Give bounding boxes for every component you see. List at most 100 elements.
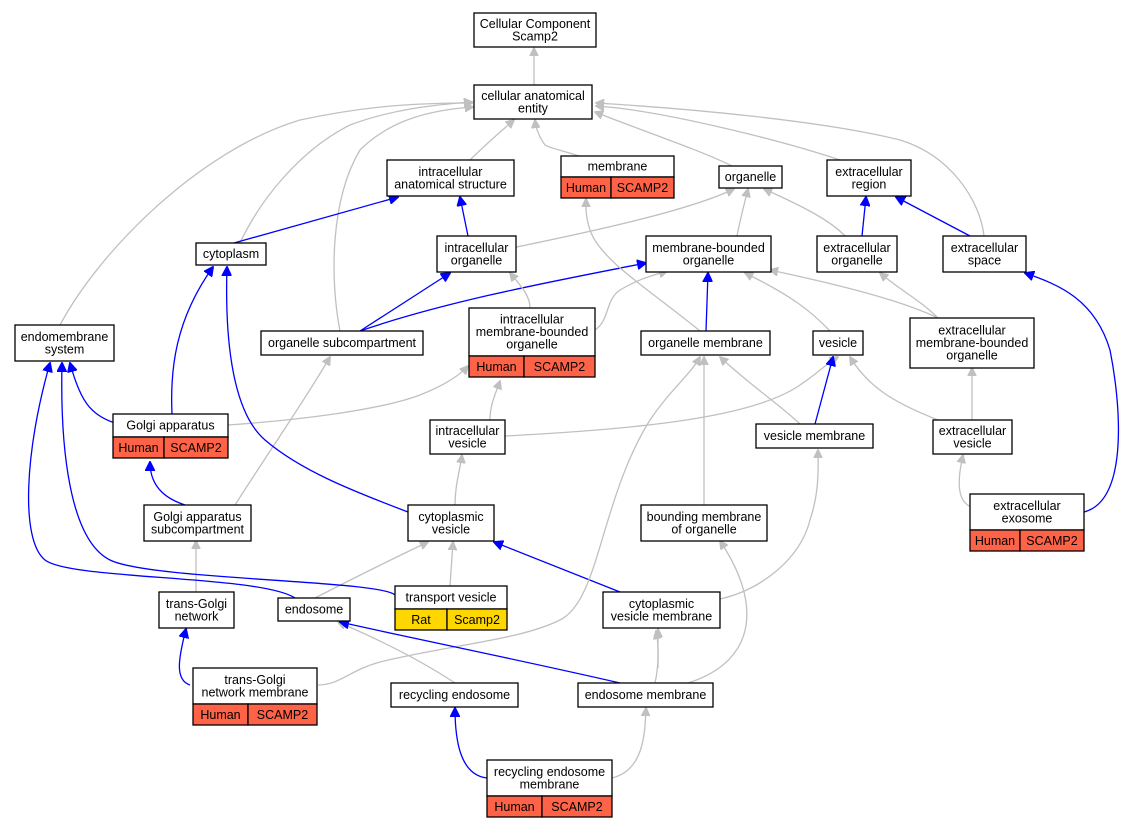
gene-label: SCAMP2 bbox=[534, 360, 585, 374]
part-of-edge-49 bbox=[178, 629, 191, 686]
is-a-edge-32 bbox=[720, 357, 801, 425]
term-box bbox=[260, 330, 424, 356]
go-term-node-endosome[interactable]: endosome bbox=[277, 597, 351, 622]
go-term-node-orgmem[interactable]: organelle membrane bbox=[640, 330, 771, 356]
term-label: network membrane bbox=[202, 685, 309, 699]
term-box bbox=[158, 591, 235, 629]
part-of-edge-26 bbox=[70, 363, 116, 424]
is-a-edge-3 bbox=[595, 112, 733, 167]
part-of-edge-20 bbox=[706, 273, 708, 332]
term-label: extracellular bbox=[823, 241, 890, 255]
gene-cell bbox=[523, 355, 596, 378]
go-term-node-vesicle[interactable]: vesicle bbox=[812, 330, 864, 356]
is-a-edge-37 bbox=[234, 357, 330, 506]
term-label: of organelle bbox=[671, 522, 736, 536]
term-label: transport vesicle bbox=[405, 591, 496, 605]
go-term-node-recend[interactable]: recycling endosome bbox=[390, 682, 519, 708]
term-label: subcompartment bbox=[151, 522, 245, 536]
part-of-edge-25 bbox=[1025, 273, 1120, 513]
go-term-node-organelle[interactable]: organelle bbox=[718, 165, 783, 189]
term-box bbox=[577, 682, 714, 708]
part-of-edge-31 bbox=[814, 357, 833, 425]
is-a-edge-4 bbox=[596, 106, 841, 161]
term-label: membrane bbox=[520, 777, 580, 791]
term-label: endomembrane bbox=[21, 330, 109, 344]
part-of-edge-27 bbox=[171, 267, 213, 415]
term-box bbox=[826, 159, 912, 197]
is-a-edge-1 bbox=[469, 120, 514, 161]
go-term-node-imbo[interactable]: intracellularmembrane-boundedorganelleHu… bbox=[468, 307, 596, 378]
term-label: cytoplasmic bbox=[418, 510, 483, 524]
term-label: Golgi apparatus bbox=[153, 510, 241, 524]
is-a-edge-12 bbox=[736, 189, 748, 237]
term-box bbox=[969, 493, 1085, 531]
gene-cell bbox=[610, 176, 675, 199]
is-a-edge-23 bbox=[770, 270, 939, 319]
gene-label: SCAMP2 bbox=[1026, 534, 1077, 548]
term-box bbox=[386, 159, 515, 197]
gene-cell bbox=[446, 608, 508, 631]
gene-label: SCAMP2 bbox=[551, 800, 602, 814]
term-box bbox=[645, 235, 772, 273]
term-label: vesicle bbox=[819, 336, 857, 350]
is-a-edge-50 bbox=[317, 357, 700, 686]
part-of-edge-44 bbox=[62, 363, 396, 596]
term-box bbox=[436, 235, 517, 273]
go-term-node-orgsub[interactable]: organelle subcompartment bbox=[260, 330, 424, 356]
part-of-edge-10 bbox=[460, 197, 469, 237]
term-label: recycling endosome bbox=[399, 688, 510, 702]
species-label: Rat bbox=[411, 613, 431, 627]
term-label: intracellular bbox=[419, 165, 483, 179]
term-label: organelle bbox=[451, 253, 502, 267]
term-box bbox=[143, 504, 252, 542]
term-label: cytoplasmic bbox=[629, 597, 694, 611]
term-label: system bbox=[45, 342, 85, 356]
term-box bbox=[755, 423, 874, 449]
part-of-edge-15 bbox=[896, 197, 971, 237]
part-of-edge-36 bbox=[150, 462, 186, 506]
is-a-edge-7 bbox=[333, 107, 473, 332]
term-label: cytoplasm bbox=[203, 247, 259, 261]
go-term-node-vesmem[interactable]: vesicle membrane bbox=[755, 423, 874, 449]
go-term-node-cytoplasm[interactable]: cytoplasm bbox=[195, 242, 267, 266]
term-box bbox=[407, 504, 495, 542]
is-a-edge-13 bbox=[764, 189, 846, 237]
term-box bbox=[390, 682, 519, 708]
term-box bbox=[640, 504, 768, 542]
term-label: extracellular bbox=[835, 165, 902, 179]
gene-cell bbox=[541, 795, 613, 818]
go-term-node-endomemb[interactable]: endosome membrane bbox=[577, 682, 714, 708]
part-of-edge-14 bbox=[862, 197, 866, 237]
is-a-edge-18 bbox=[510, 273, 531, 309]
term-label: network bbox=[175, 609, 220, 623]
term-box bbox=[429, 419, 506, 455]
term-label: organelle membrane bbox=[648, 336, 763, 350]
term-box bbox=[468, 307, 596, 357]
term-label: trans-Golgi bbox=[224, 673, 285, 687]
